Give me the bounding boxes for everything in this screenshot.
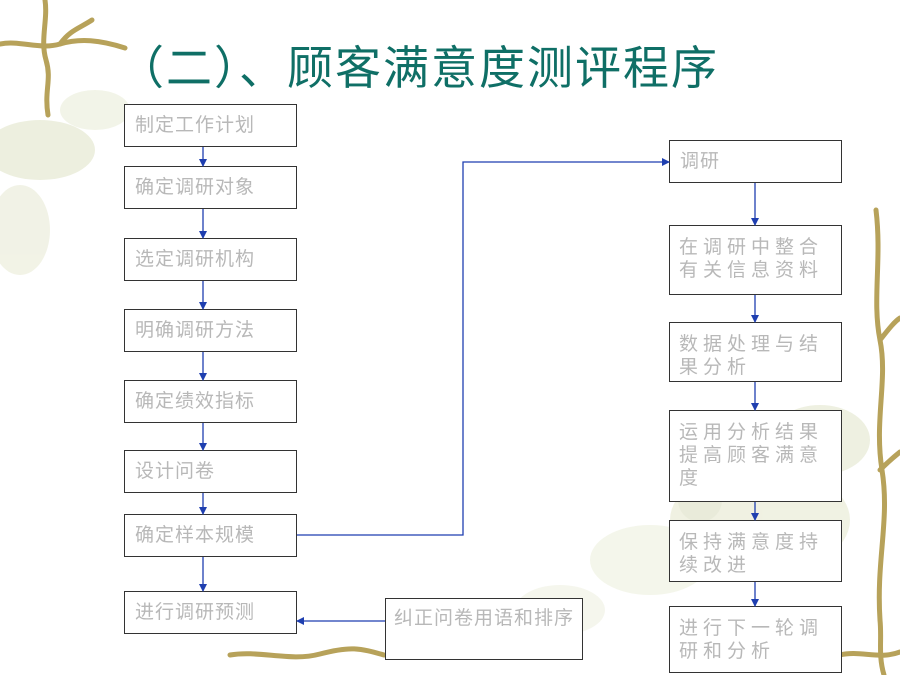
step-determine-sample-size: 确定样本规模 — [124, 514, 297, 557]
step-integrate-information: 在调研中整合有关信息资料 — [669, 225, 842, 295]
step-apply-results-improve-satisfaction: 运用分析结果提高顾客满意度 — [669, 410, 842, 502]
step-continuous-improvement: 保持满意度持续改进 — [669, 520, 842, 582]
step-design-questionnaire: 设计问卷 — [124, 450, 297, 493]
step-next-round-survey: 进行下一轮调研和分析 — [669, 606, 842, 673]
step-make-work-plan: 制定工作计划 — [124, 104, 297, 147]
step-survey: 调研 — [669, 140, 842, 183]
step-conduct-pilot-survey: 进行调研预测 — [124, 591, 297, 634]
step-determine-performance-indicators: 确定绩效指标 — [124, 380, 297, 423]
step-select-survey-agency: 选定调研机构 — [124, 238, 297, 281]
step-determine-survey-target: 确定调研对象 — [124, 166, 297, 209]
step-correct-questionnaire-wording: 纠正问卷用语和排序 — [385, 598, 583, 660]
slide-title: （二）、顾客满意度测评程序 — [118, 41, 719, 95]
step-define-survey-method: 明确调研方法 — [124, 309, 297, 352]
step-data-processing-analysis: 数据处理与结果分析 — [669, 322, 842, 382]
